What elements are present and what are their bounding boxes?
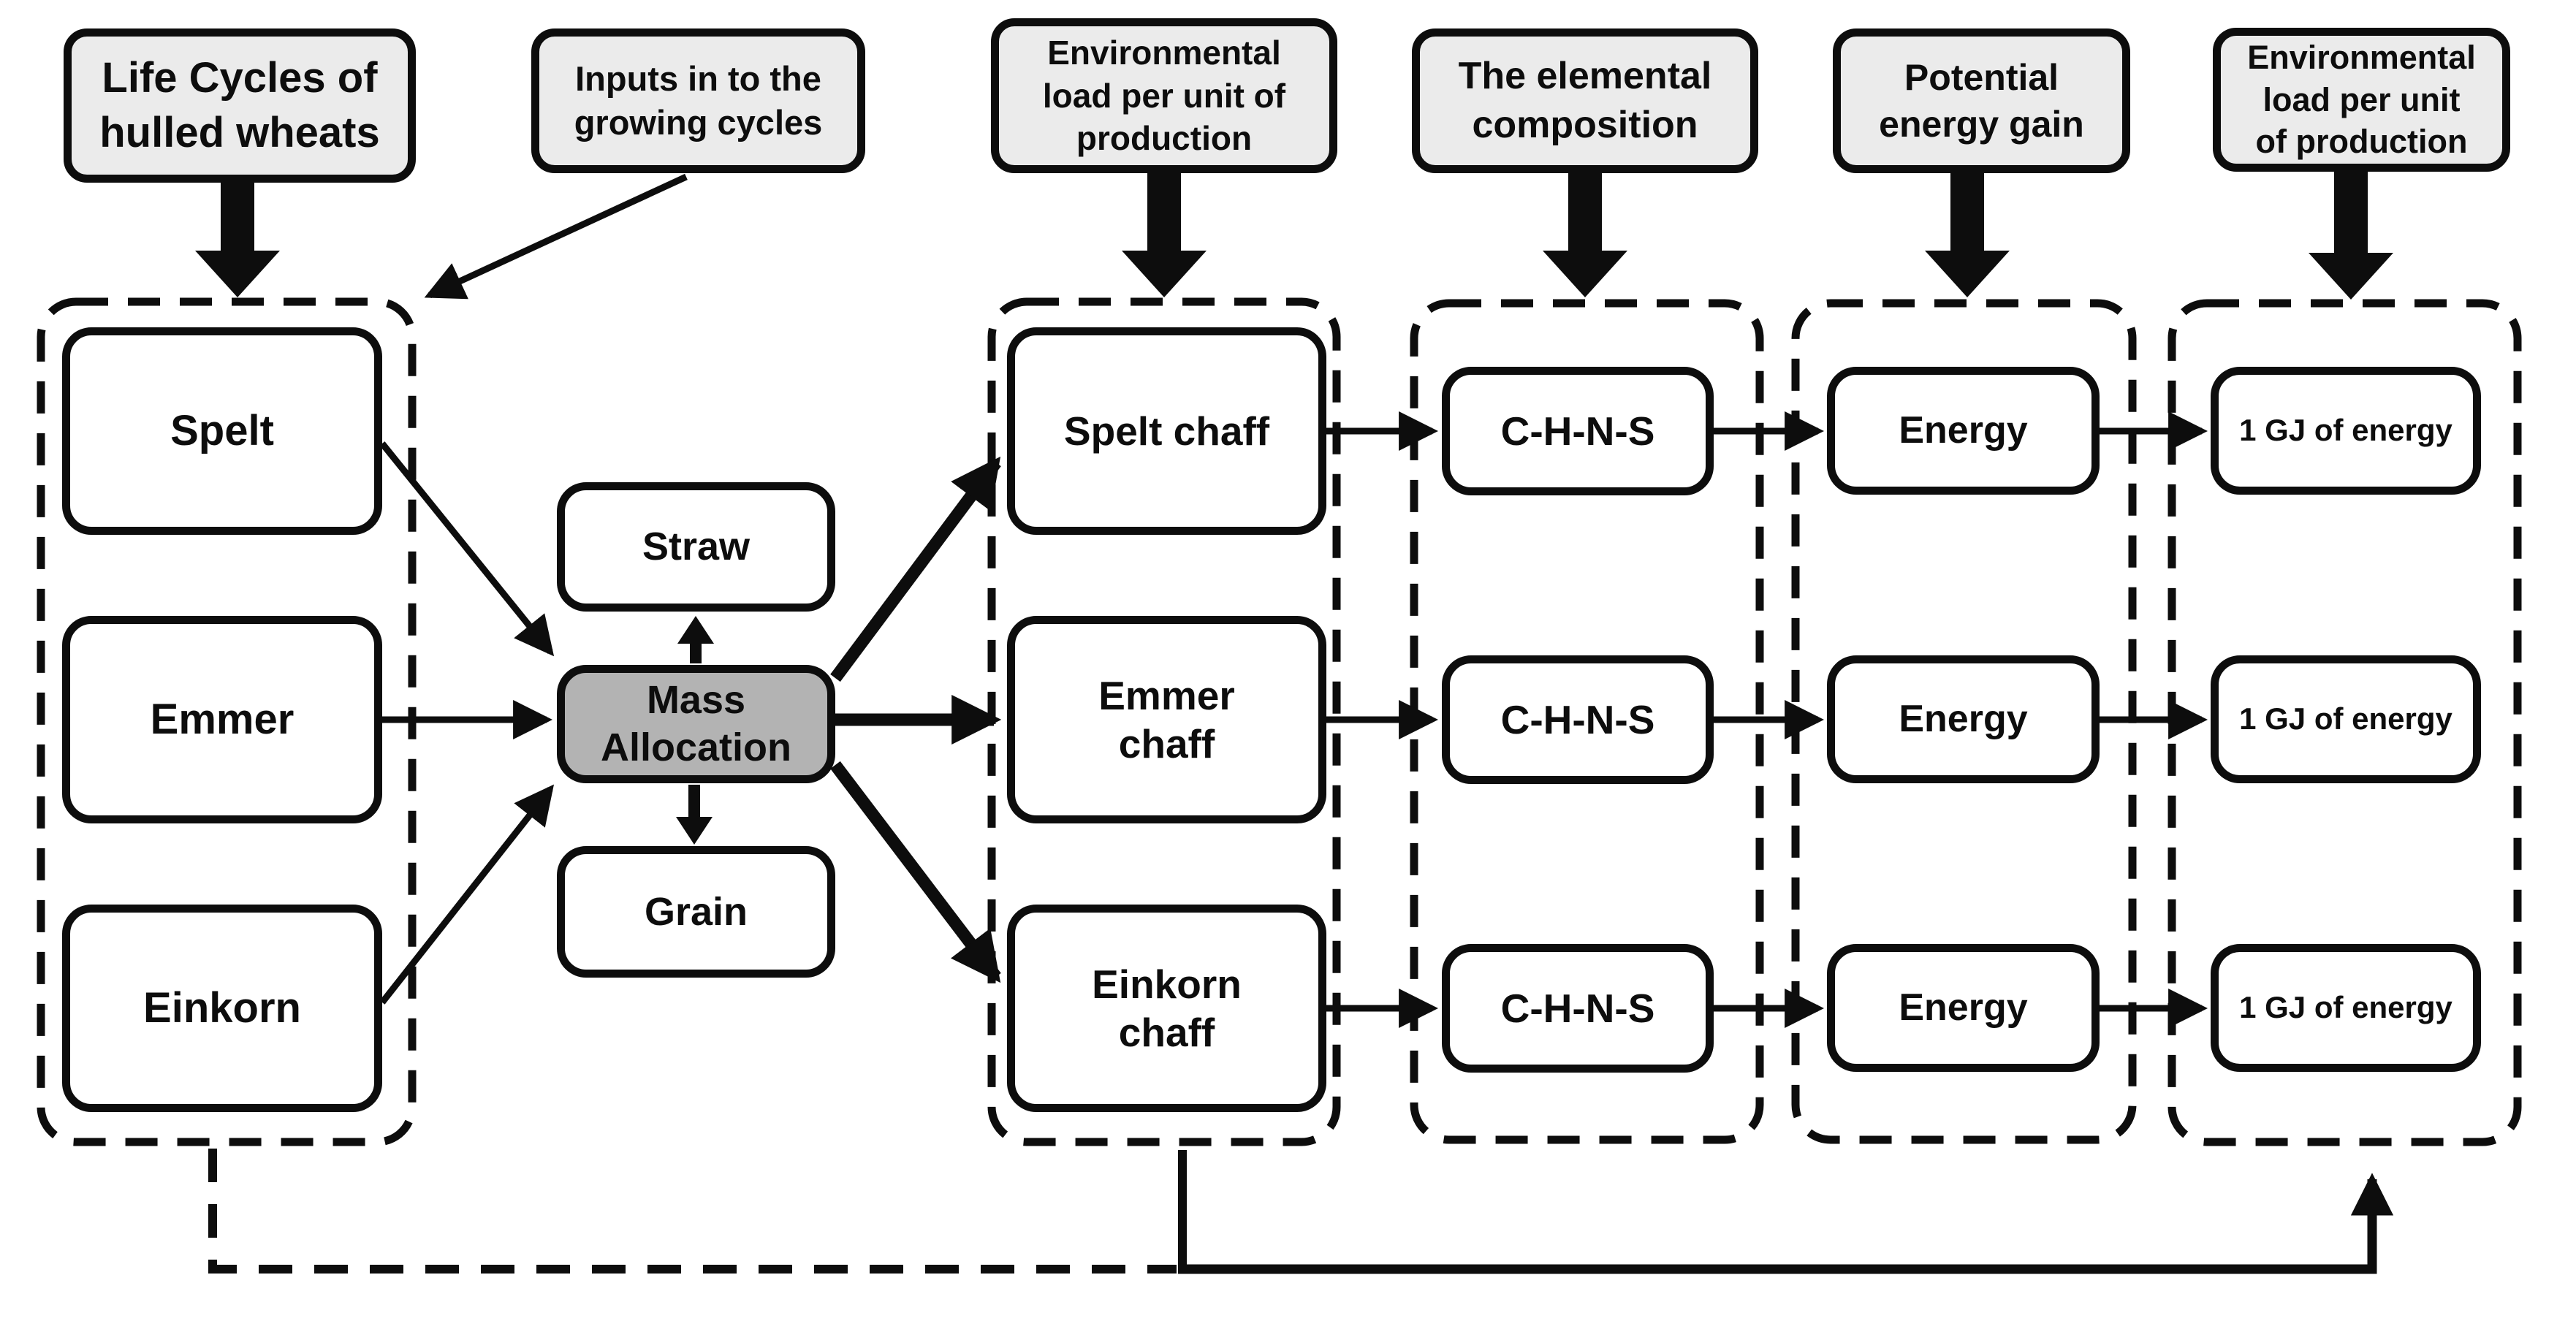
- header-energy-gain: Potential energy gain: [1833, 28, 2130, 173]
- header-env-load-2: Environmental load per unit of productio…: [2213, 28, 2510, 172]
- arrow-env-load-1-down-icon: [1122, 173, 1207, 297]
- node-chns-1: C-H-N-S: [1442, 367, 1714, 495]
- node-gj-3: 1 GJ of energy: [2211, 944, 2481, 1072]
- node-energy-1: Energy: [1827, 367, 2100, 495]
- node-spelt: Spelt: [62, 327, 382, 535]
- arrow-einkorn-to-mass: [379, 784, 555, 1005]
- node-gj-1: 1 GJ of energy: [2211, 367, 2481, 495]
- header-env-load-1: Environmental load per unit of productio…: [991, 18, 1337, 173]
- header-life-cycles: Life Cycles of hulled wheats: [64, 28, 416, 183]
- node-einkorn-chaff: Einkorn chaff: [1007, 905, 1326, 1112]
- node-energy-3: Energy: [1827, 944, 2100, 1072]
- node-einkorn: Einkorn: [62, 905, 382, 1112]
- feedback-dashed-line: [208, 1149, 1177, 1274]
- feedback-solid-line-to-output: [1178, 1173, 2394, 1274]
- arrow-mass-to-straw-icon: [677, 616, 714, 663]
- node-grain: Grain: [557, 846, 835, 978]
- node-chns-3: C-H-N-S: [1442, 944, 1714, 1073]
- arrow-env-load-2-down-icon: [2309, 172, 2393, 300]
- node-mass-allocation: Mass Allocation: [557, 665, 835, 783]
- arrow-energy-gain-down-icon: [1925, 173, 2010, 297]
- arrow-spelt-to-mass: [379, 441, 555, 657]
- node-emmer: Emmer: [62, 616, 382, 823]
- arrow-mass-to-einkorn-chaff: [830, 761, 1001, 983]
- node-gj-2: 1 GJ of energy: [2211, 655, 2481, 783]
- node-energy-2: Energy: [1827, 655, 2100, 783]
- node-emmer-chaff: Emmer chaff: [1007, 616, 1326, 823]
- node-chns-2: C-H-N-S: [1442, 655, 1714, 784]
- node-straw: Straw: [557, 482, 835, 612]
- arrow-mass-to-grain-icon: [676, 785, 713, 845]
- arrow-elemental-down-icon: [1543, 173, 1627, 297]
- arrow-inputs-to-life-cycles: [424, 173, 688, 300]
- header-inputs: Inputs in to the growing cycles: [531, 28, 865, 173]
- node-spelt-chaff: Spelt chaff: [1007, 327, 1326, 535]
- arrow-life-cycles-down-icon: [195, 183, 280, 297]
- header-elemental: The elemental composition: [1412, 28, 1758, 173]
- arrow-mass-to-spelt-chaff: [830, 456, 1001, 682]
